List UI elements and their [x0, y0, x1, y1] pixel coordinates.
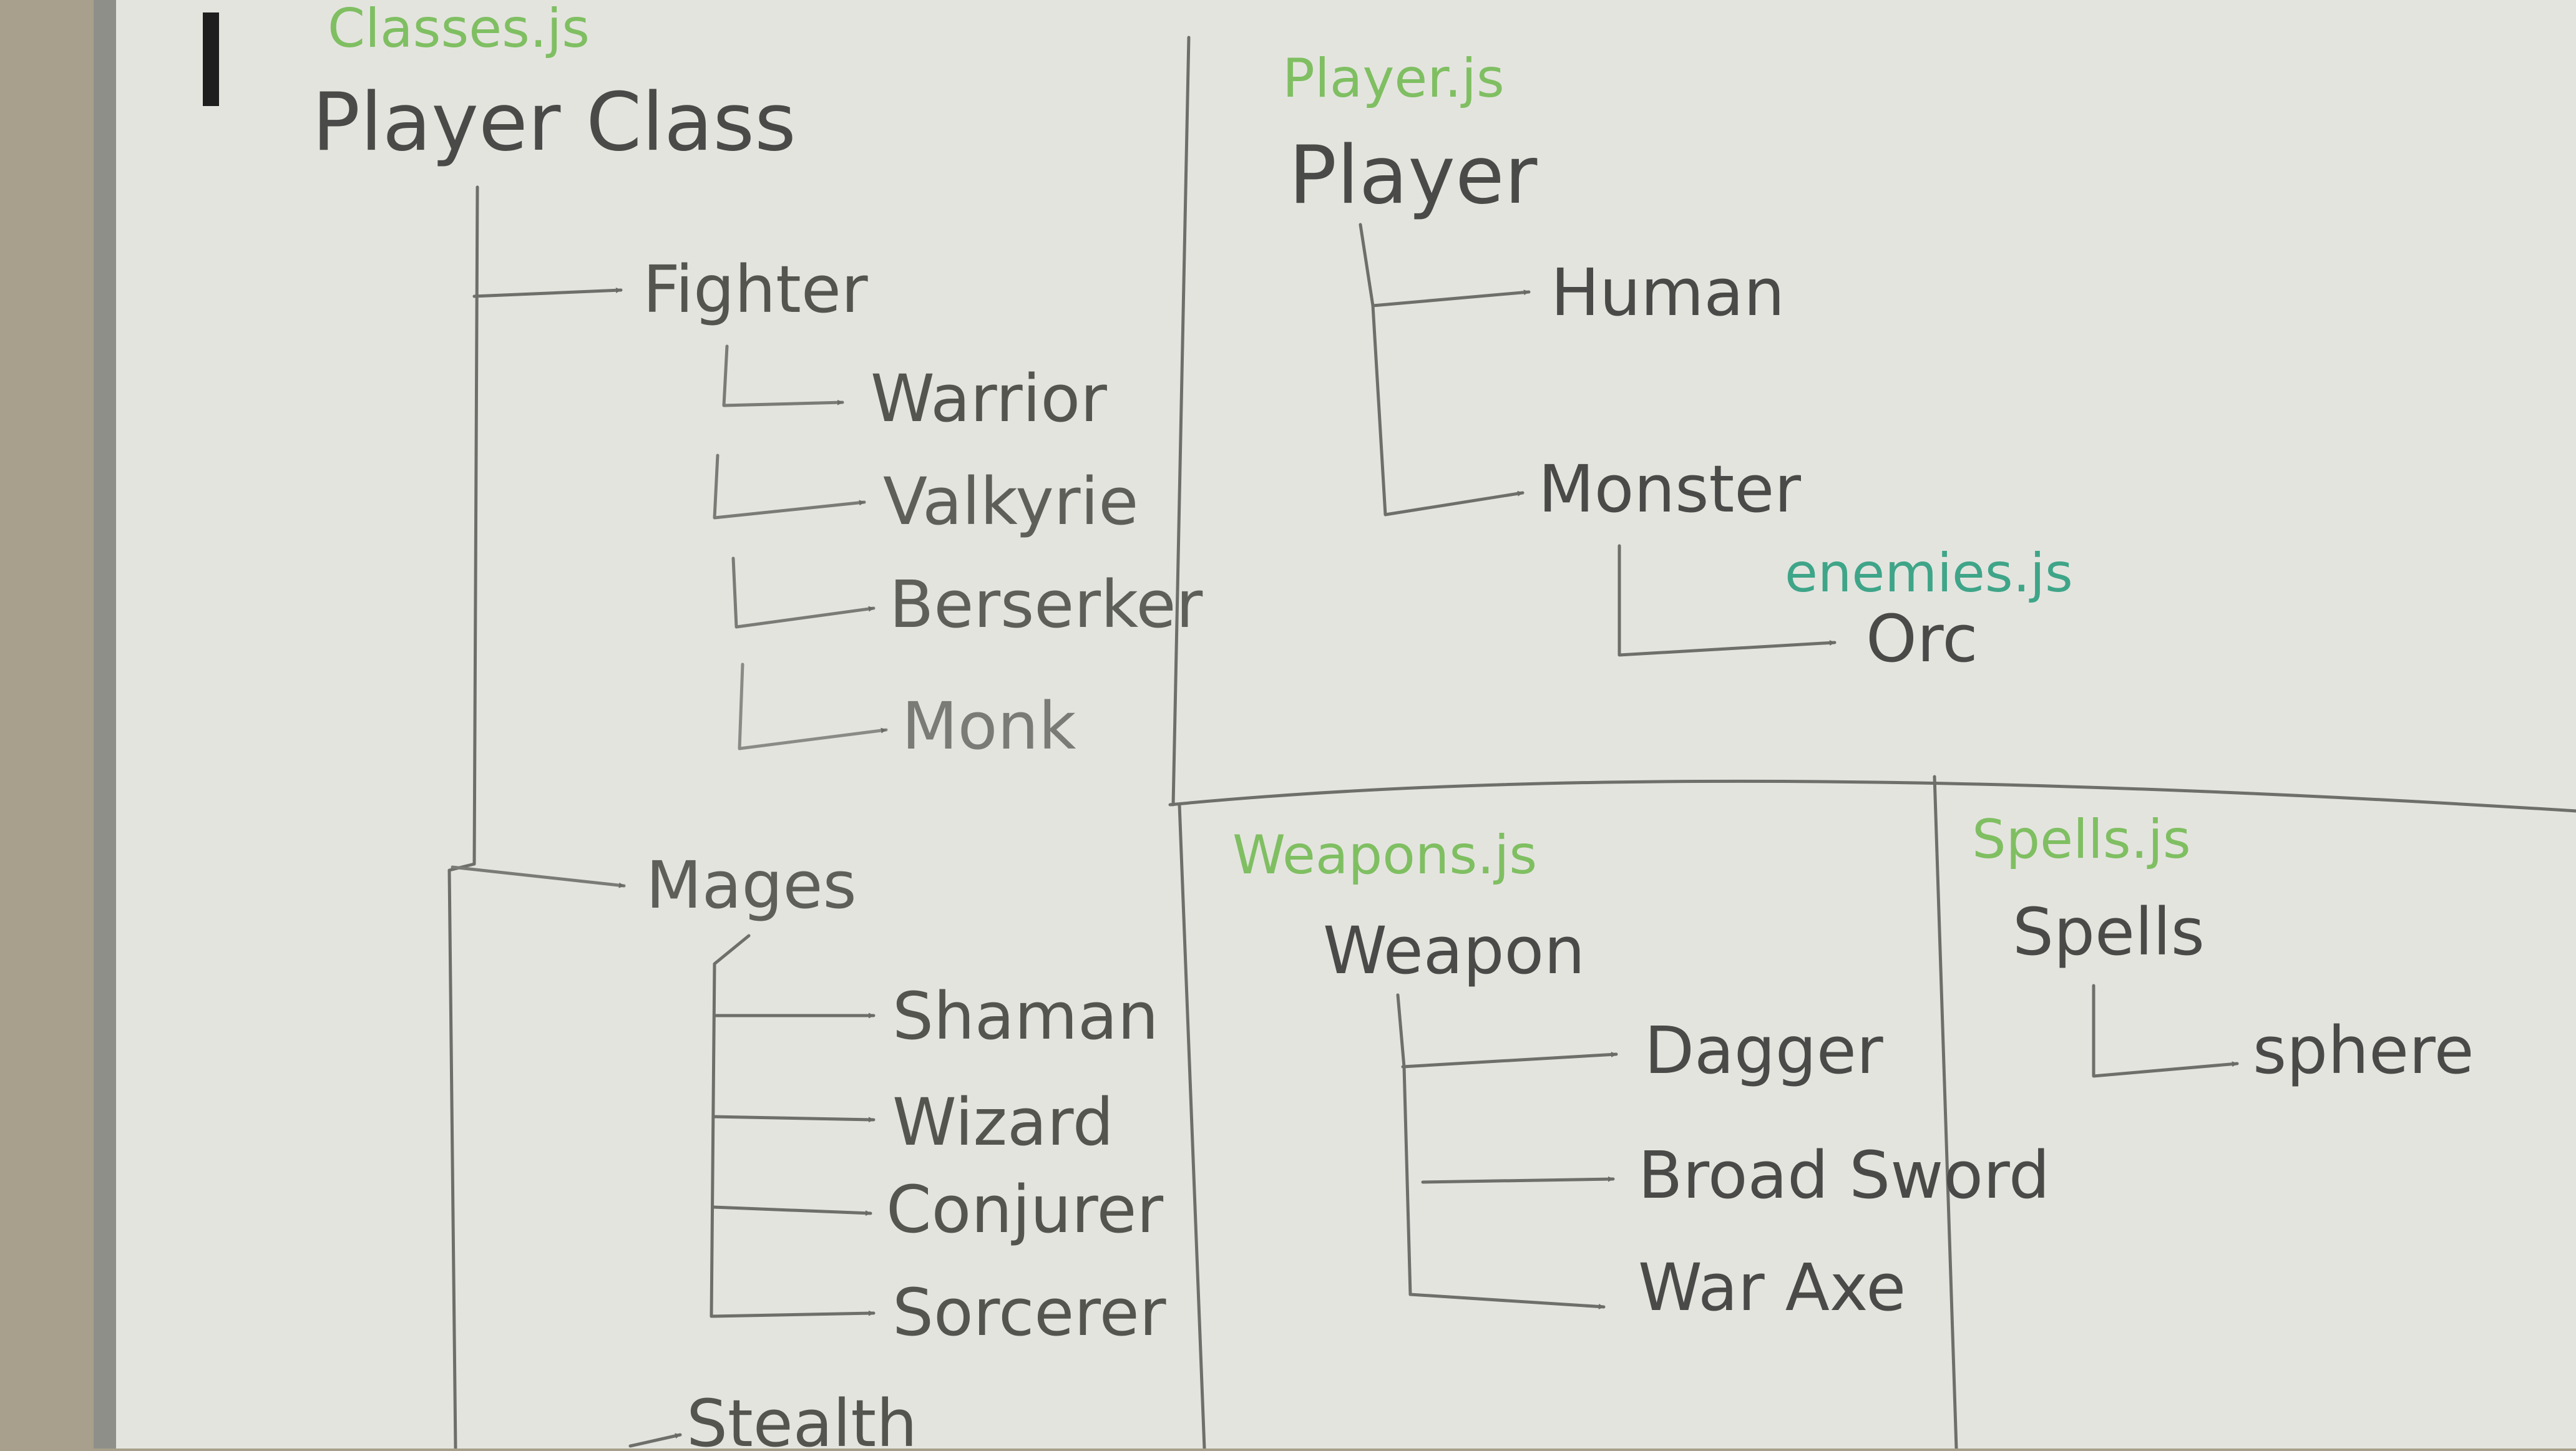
fighter-node: Fighter [643, 251, 868, 328]
player-section: Player.js Player Human Monster enemies.j… [1282, 47, 2073, 677]
divider-horizontal [1168, 779, 2576, 813]
whiteboard-surface [116, 0, 2576, 1449]
shaman-node: Shaman [892, 978, 1159, 1054]
monster-connector [1371, 304, 1525, 517]
monk-node: Monk [902, 688, 1076, 764]
valkyrie-node: Valkyrie [883, 463, 1138, 540]
player-file-label: Player.js [1282, 47, 1505, 110]
dagger-connector [1401, 1051, 1618, 1069]
classes-file-label: Classes.js [328, 0, 590, 60]
stealth-connector [628, 1433, 682, 1448]
classes-section: Classes.js Player Class Fighter Warrior … [312, 0, 1203, 1451]
player-class-root: Player Class [312, 76, 796, 169]
marker-mark [203, 12, 219, 106]
conjurer-connector [711, 1205, 872, 1216]
weapons-section: Weapons.js Weapon Dagger Broad Sword War… [1232, 824, 2050, 1326]
human-node: Human [1551, 255, 1785, 331]
divider-vertical-bottom [1178, 803, 1206, 1450]
orc-node: Orc [1866, 601, 1978, 677]
mages-connector [451, 865, 626, 888]
weapon-root: Weapon [1323, 913, 1585, 989]
weapons-file-label: Weapons.js [1232, 824, 1537, 886]
broad-sword-node: Broad Sword [1638, 1137, 2050, 1213]
valkyrie-connector [713, 454, 866, 520]
wizard-connector [711, 1115, 876, 1123]
berserker-connector [731, 556, 876, 629]
mages-trunk [710, 934, 751, 1318]
divider-vertical-top [1171, 36, 1191, 807]
warrior-node: Warrior [871, 361, 1107, 437]
sorcerer-connector [710, 1310, 876, 1318]
enemies-file-label: enemies.js [1785, 542, 2073, 604]
monk-connector [738, 662, 888, 750]
conjurer-node: Conjurer [886, 1172, 1163, 1248]
divider-spells [1933, 775, 1958, 1450]
dagger-node: Dagger [1644, 1012, 1883, 1089]
sphere-node: sphere [2253, 1012, 2474, 1089]
sorcerer-node: Sorcerer [892, 1274, 1166, 1351]
war-axe-connector [1408, 1293, 1606, 1309]
spells-file-label: Spells.js [1972, 808, 2191, 871]
spells-section: Spells.js Spells sphere [1972, 808, 2474, 1089]
berserker-node: Berserker [889, 566, 1203, 643]
broad-sword-connector [1421, 1176, 1615, 1184]
monster-node: Monster [1538, 451, 1801, 527]
spells-root: Spells [2012, 894, 2205, 970]
board-frame [94, 0, 116, 1449]
war-axe-node: War Axe [1638, 1250, 1906, 1326]
player-root: Player [1289, 129, 1538, 222]
stealth-node: Stealth [686, 1385, 917, 1449]
fighter-connector [472, 287, 623, 298]
orc-connector [1617, 544, 1837, 657]
sphere-connector [2092, 984, 2239, 1078]
warrior-connector [722, 344, 844, 407]
mages-node: Mages [646, 847, 857, 923]
wizard-node: Wizard [892, 1084, 1114, 1160]
